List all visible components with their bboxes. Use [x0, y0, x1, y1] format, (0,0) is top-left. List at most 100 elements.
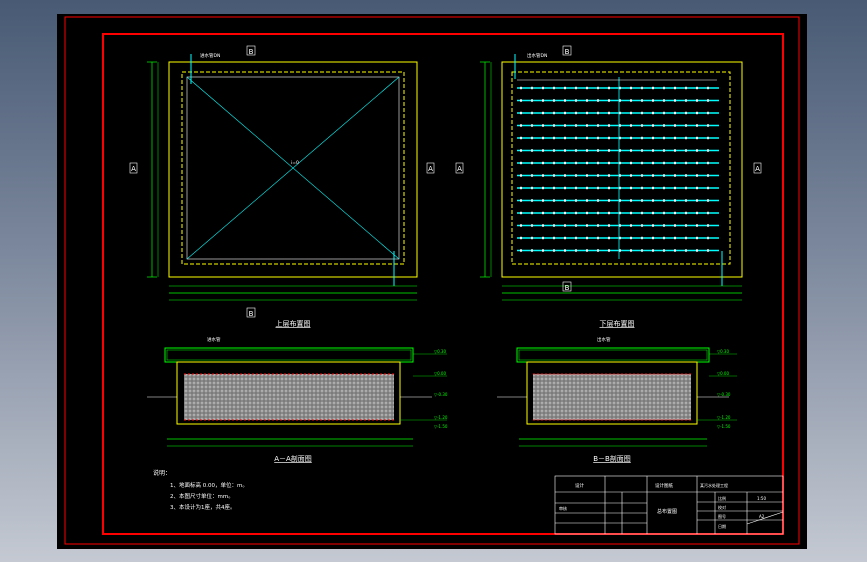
pipe-orifice — [520, 174, 522, 177]
pipe-orifice — [575, 136, 577, 140]
pipe-orifice — [696, 86, 698, 90]
distribution-pipes — [517, 86, 719, 252]
section-left-title: A－A剖面图 — [274, 454, 312, 463]
plan-left-section-a-right: A — [428, 165, 433, 173]
pipe-orifice — [608, 249, 610, 252]
pipe-orifice — [564, 149, 566, 152]
pipe-orifice — [553, 161, 555, 165]
pipe-orifice — [520, 224, 522, 227]
pipe-orifice — [685, 149, 687, 152]
pipe-orifice — [564, 99, 566, 102]
pipe-orifice — [641, 249, 643, 252]
section-right-level-1: ▽0.30 — [717, 349, 729, 354]
pipe-orifice — [674, 174, 676, 177]
pipe-orifice — [707, 149, 709, 152]
pipe-orifice — [531, 124, 533, 127]
pipe-orifice — [685, 211, 687, 215]
pipe-orifice — [696, 124, 698, 127]
pipe-orifice — [707, 186, 709, 190]
pipe-orifice — [685, 199, 687, 202]
pipe-orifice — [575, 249, 577, 252]
pipe-orifice — [696, 186, 698, 190]
plan-left-center-label: i=0 — [291, 160, 299, 166]
pipe-orifice — [553, 124, 555, 127]
plan-left-section-b-top: B — [249, 48, 254, 56]
pipe-orifice — [619, 224, 621, 227]
pipe-orifice — [696, 149, 698, 152]
pipe-orifice — [586, 136, 588, 140]
tb-scale-label: 比例 — [718, 495, 726, 501]
pipe-orifice — [652, 136, 654, 140]
pipe-orifice — [707, 86, 709, 90]
pipe-orifice — [652, 174, 654, 177]
pipe-orifice — [531, 224, 533, 227]
pipe-orifice — [674, 124, 676, 127]
pipe-orifice — [696, 136, 698, 140]
pipe-orifice — [531, 186, 533, 190]
tb-date: 日期 — [718, 523, 726, 529]
tb-sheet-size: A2 — [759, 514, 765, 519]
pipe-orifice — [586, 149, 588, 152]
pipe-orifice — [630, 174, 632, 177]
pipe-orifice — [707, 199, 709, 202]
pipe-orifice — [696, 174, 698, 177]
pipe-orifice — [685, 186, 687, 190]
pipe-orifice — [520, 236, 522, 240]
pipe-orifice — [597, 136, 599, 140]
pipe-orifice — [575, 236, 577, 240]
pipe-orifice — [674, 161, 676, 165]
pipe-orifice — [564, 236, 566, 240]
pipe-orifice — [553, 111, 555, 115]
pipe-orifice — [641, 211, 643, 215]
pipe-orifice — [630, 111, 632, 115]
pipe-orifice — [520, 161, 522, 165]
pipe-orifice — [520, 86, 522, 90]
pipe-orifice — [707, 111, 709, 115]
pipe-orifice — [630, 236, 632, 240]
pipe-orifice — [542, 174, 544, 177]
outer-border — [64, 16, 800, 545]
pipe-orifice — [597, 149, 599, 152]
plan-left-section-a-left: A — [131, 165, 136, 173]
pipe-orifice — [575, 199, 577, 202]
pipe-orifice — [696, 236, 698, 240]
pipe-orifice — [663, 149, 665, 152]
pipe-orifice — [553, 174, 555, 177]
pipe-orifice — [564, 111, 566, 115]
pipe-orifice — [553, 149, 555, 152]
tb-scale: 1:50 — [757, 496, 766, 501]
pipe-orifice — [663, 161, 665, 165]
pipe-orifice — [531, 111, 533, 115]
pipe-orifice — [685, 111, 687, 115]
pipe-orifice — [608, 86, 610, 90]
pipe-orifice — [674, 149, 676, 152]
plan-upper-layer — [129, 45, 435, 318]
pipe-orifice — [553, 224, 555, 227]
pipe-orifice — [531, 161, 533, 165]
pipe-orifice — [641, 124, 643, 127]
pipe-orifice — [707, 211, 709, 215]
pipe-orifice — [575, 174, 577, 177]
tb-drawing-no-label: 图号 — [718, 513, 726, 519]
pipe-orifice — [520, 124, 522, 127]
pipe-orifice — [542, 186, 544, 190]
pipe-orifice — [608, 161, 610, 165]
cad-viewport[interactable]: B A A B 进水管DN i=0 上层布置图 B — [57, 14, 807, 549]
pipe-orifice — [663, 224, 665, 227]
pipe-orifice — [630, 124, 632, 127]
pipe-orifice — [520, 211, 522, 215]
pipe-orifice — [619, 211, 621, 215]
pipe-orifice — [531, 136, 533, 140]
pipe-orifice — [641, 186, 643, 190]
pipe-orifice — [575, 149, 577, 152]
pipe-orifice — [707, 161, 709, 165]
pipe-orifice — [520, 149, 522, 152]
pipe-orifice — [630, 99, 632, 102]
pipe-orifice — [652, 249, 654, 252]
pipe-orifice — [630, 86, 632, 90]
pipe-orifice — [564, 124, 566, 127]
pipe-orifice — [597, 236, 599, 240]
pipe-orifice — [641, 136, 643, 140]
pipe-orifice — [641, 99, 643, 102]
plan-left-pipe-label: 进水管DN — [200, 52, 220, 59]
